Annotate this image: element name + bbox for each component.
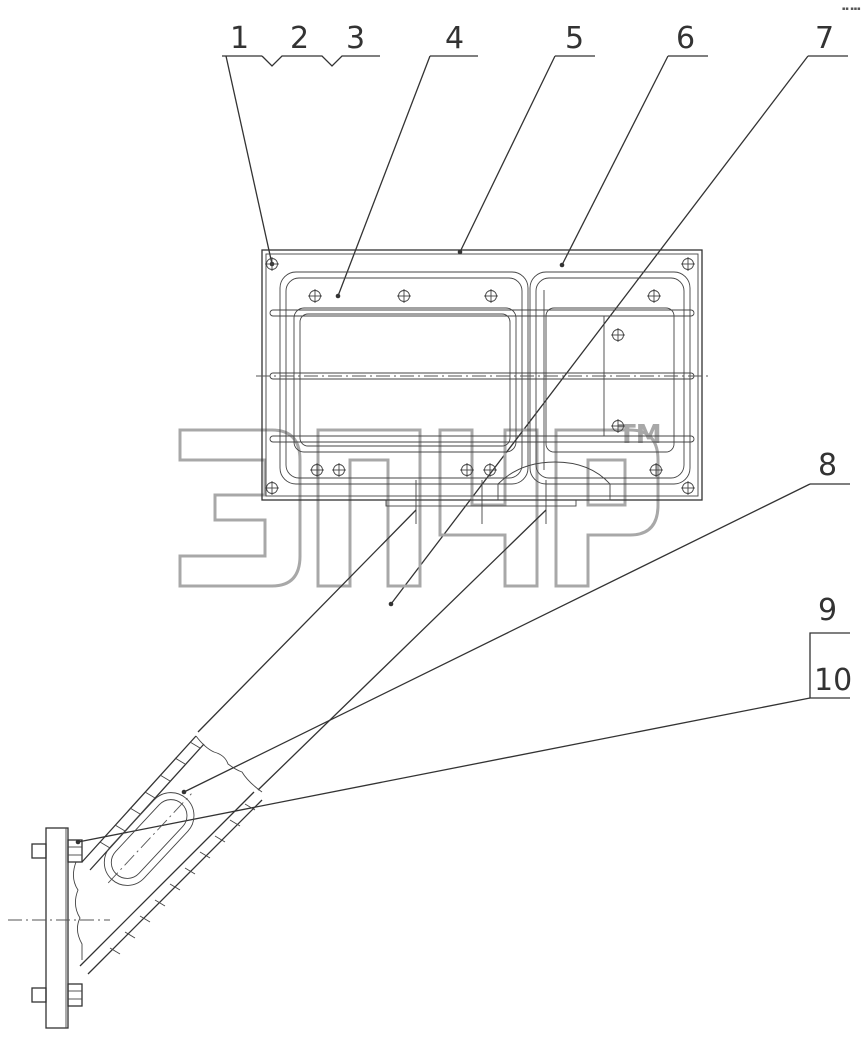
callout-6: 6 bbox=[676, 21, 695, 56]
callout-10: 10 bbox=[814, 663, 852, 698]
wall-hatching bbox=[99, 741, 256, 955]
callout-2: 2 bbox=[290, 21, 309, 56]
callout-8: 8 bbox=[818, 448, 837, 483]
callout-9: 9 bbox=[818, 593, 837, 628]
callout-labels: 1 2 3 4 5 6 7 8 9 10 bbox=[230, 21, 852, 698]
callout-1: 1 bbox=[230, 21, 249, 56]
callout-5: 5 bbox=[565, 21, 584, 56]
leader-dots bbox=[75, 249, 565, 845]
lamp-housing-front-view bbox=[256, 249, 710, 524]
callout-7: 7 bbox=[815, 21, 834, 56]
trademark-mark: TM bbox=[618, 420, 662, 450]
callout-4: 4 bbox=[445, 21, 464, 56]
leader-lines bbox=[77, 55, 850, 843]
corner-mark: ▪▪ ▪▪▪ bbox=[842, 6, 861, 12]
inner-screws bbox=[308, 289, 663, 477]
mounting-arm bbox=[8, 509, 547, 1029]
watermark-logo: TM bbox=[178, 420, 662, 588]
callout-3: 3 bbox=[346, 21, 365, 56]
corner-screws bbox=[265, 257, 695, 495]
